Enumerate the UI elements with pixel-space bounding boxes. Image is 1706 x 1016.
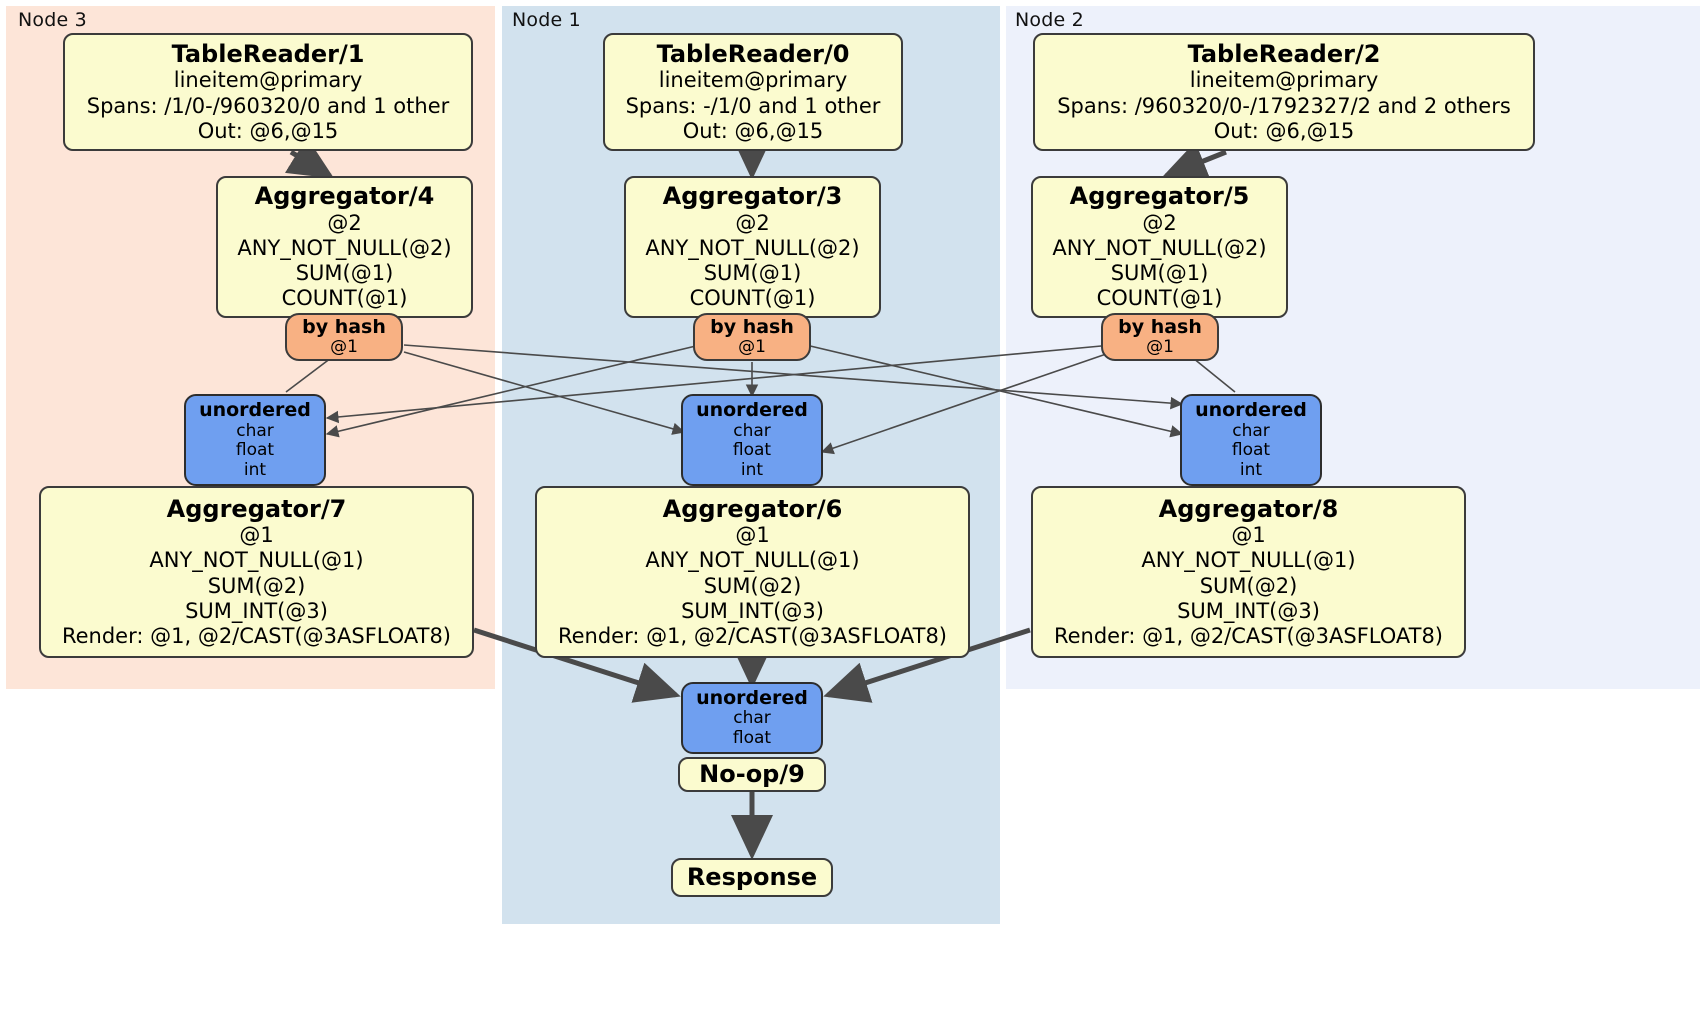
node-line: @1 bbox=[735, 523, 770, 548]
node-title: Aggregator/5 bbox=[1069, 182, 1250, 211]
router-title: by hash bbox=[710, 316, 794, 339]
node-title: Aggregator/7 bbox=[166, 494, 347, 523]
node-line: SUM_INT(@3) bbox=[681, 598, 824, 623]
sync-line: char bbox=[1232, 420, 1270, 441]
processor-response[interactable]: Response bbox=[671, 858, 833, 897]
sync-title: unordered bbox=[1195, 398, 1307, 421]
node-line: COUNT(@1) bbox=[1096, 286, 1223, 311]
node-line: ANY_NOT_NULL(@2) bbox=[1052, 235, 1267, 260]
synchronizer-unordered-left[interactable]: unordered char float int bbox=[184, 394, 326, 486]
node-line: @2 bbox=[735, 210, 770, 235]
router-title: by hash bbox=[302, 316, 386, 339]
sync-line: char bbox=[733, 708, 771, 729]
panel-label-node3: Node 3 bbox=[18, 9, 87, 31]
node-line: ANY_NOT_NULL(@1) bbox=[645, 548, 860, 573]
node-line: lineitem@primary bbox=[173, 68, 363, 93]
router-line: @1 bbox=[330, 337, 358, 358]
processor-aggregator-4[interactable]: Aggregator/4 @2 ANY_NOT_NULL(@2) SUM(@1)… bbox=[216, 176, 473, 318]
node-line: @1 bbox=[1231, 523, 1266, 548]
node-line: Render: @1, @2/CAST(@3ASFLOAT8) bbox=[557, 623, 948, 648]
node-line: Out: @6,@15 bbox=[682, 118, 824, 143]
node-line: SUM(@2) bbox=[703, 573, 802, 598]
sync-title: unordered bbox=[696, 686, 808, 709]
node-line: SUM_INT(@3) bbox=[1177, 598, 1320, 623]
node-line: SUM(@2) bbox=[1199, 573, 1298, 598]
processor-table-reader-1[interactable]: TableReader/1 lineitem@primary Spans: /1… bbox=[63, 33, 473, 151]
sync-line: int bbox=[740, 459, 764, 480]
sync-line: float bbox=[235, 440, 275, 461]
node-line: Out: @6,@15 bbox=[1213, 118, 1355, 143]
router-title: by hash bbox=[1118, 316, 1202, 339]
processor-aggregator-7[interactable]: Aggregator/7 @1 ANY_NOT_NULL(@1) SUM(@2)… bbox=[39, 486, 474, 658]
node-line: Spans: /960320/0-/1792327/2 and 2 others bbox=[1057, 93, 1511, 118]
node-line: SUM(@1) bbox=[1110, 261, 1209, 286]
node-line: ANY_NOT_NULL(@1) bbox=[149, 548, 364, 573]
sync-title: unordered bbox=[696, 398, 808, 421]
sync-line: int bbox=[1239, 459, 1263, 480]
node-line: ANY_NOT_NULL(@1) bbox=[1141, 548, 1356, 573]
node-line: SUM(@2) bbox=[207, 573, 306, 598]
node-line: SUM(@1) bbox=[703, 261, 802, 286]
sync-line: int bbox=[243, 459, 267, 480]
panel-label-node1: Node 1 bbox=[512, 9, 581, 31]
node-line: ANY_NOT_NULL(@2) bbox=[645, 235, 860, 260]
node-title: Aggregator/6 bbox=[662, 494, 843, 523]
node-line: @2 bbox=[1142, 210, 1177, 235]
node-title: TableReader/1 bbox=[171, 40, 365, 69]
node-line: @1 bbox=[239, 523, 274, 548]
node-title: Response bbox=[686, 863, 818, 892]
sync-line: float bbox=[732, 727, 772, 748]
sync-line: char bbox=[236, 420, 274, 441]
synchronizer-unordered-final[interactable]: unordered char float bbox=[681, 682, 823, 754]
node-line: Out: @6,@15 bbox=[197, 118, 339, 143]
node-line: lineitem@primary bbox=[658, 68, 848, 93]
node-line: Render: @1, @2/CAST(@3ASFLOAT8) bbox=[1053, 623, 1444, 648]
node-title: Aggregator/8 bbox=[1158, 494, 1339, 523]
synchronizer-unordered-right[interactable]: unordered char float int bbox=[1180, 394, 1322, 486]
node-line: Spans: /1/0-/960320/0 and 1 other bbox=[86, 93, 450, 118]
sync-line: float bbox=[732, 440, 772, 461]
node-line: Spans: -/1/0 and 1 other bbox=[625, 93, 881, 118]
node-line: lineitem@primary bbox=[1189, 68, 1379, 93]
node-line: COUNT(@1) bbox=[689, 286, 816, 311]
processor-aggregator-6[interactable]: Aggregator/6 @1 ANY_NOT_NULL(@1) SUM(@2)… bbox=[535, 486, 970, 658]
node-line: ANY_NOT_NULL(@2) bbox=[237, 235, 452, 260]
router-hash-left[interactable]: by hash @1 bbox=[285, 313, 403, 361]
node-title: Aggregator/3 bbox=[662, 182, 843, 211]
sync-title: unordered bbox=[199, 398, 311, 421]
router-hash-center[interactable]: by hash @1 bbox=[693, 313, 811, 361]
processor-noop-9[interactable]: No-op/9 bbox=[678, 757, 826, 792]
router-line: @1 bbox=[1146, 337, 1174, 358]
node-line: SUM_INT(@3) bbox=[185, 598, 328, 623]
router-line: @1 bbox=[738, 337, 766, 358]
processor-aggregator-8[interactable]: Aggregator/8 @1 ANY_NOT_NULL(@1) SUM(@2)… bbox=[1031, 486, 1466, 658]
router-hash-right[interactable]: by hash @1 bbox=[1101, 313, 1219, 361]
node-line: SUM(@1) bbox=[295, 261, 394, 286]
node-title: TableReader/0 bbox=[656, 40, 850, 69]
node-line: Render: @1, @2/CAST(@3ASFLOAT8) bbox=[61, 623, 452, 648]
node-title: No-op/9 bbox=[699, 760, 805, 789]
panel-label-node2: Node 2 bbox=[1015, 9, 1084, 31]
synchronizer-unordered-center[interactable]: unordered char float int bbox=[681, 394, 823, 486]
sync-line: float bbox=[1231, 440, 1271, 461]
processor-table-reader-0[interactable]: TableReader/0 lineitem@primary Spans: -/… bbox=[603, 33, 903, 151]
processor-aggregator-5[interactable]: Aggregator/5 @2 ANY_NOT_NULL(@2) SUM(@1)… bbox=[1031, 176, 1288, 318]
sync-line: char bbox=[733, 420, 771, 441]
processor-aggregator-3[interactable]: Aggregator/3 @2 ANY_NOT_NULL(@2) SUM(@1)… bbox=[624, 176, 881, 318]
node-line: COUNT(@1) bbox=[281, 286, 408, 311]
node-line: @2 bbox=[327, 210, 362, 235]
processor-table-reader-2[interactable]: TableReader/2 lineitem@primary Spans: /9… bbox=[1033, 33, 1535, 151]
node-title: Aggregator/4 bbox=[254, 182, 435, 211]
node-title: TableReader/2 bbox=[1187, 40, 1381, 69]
